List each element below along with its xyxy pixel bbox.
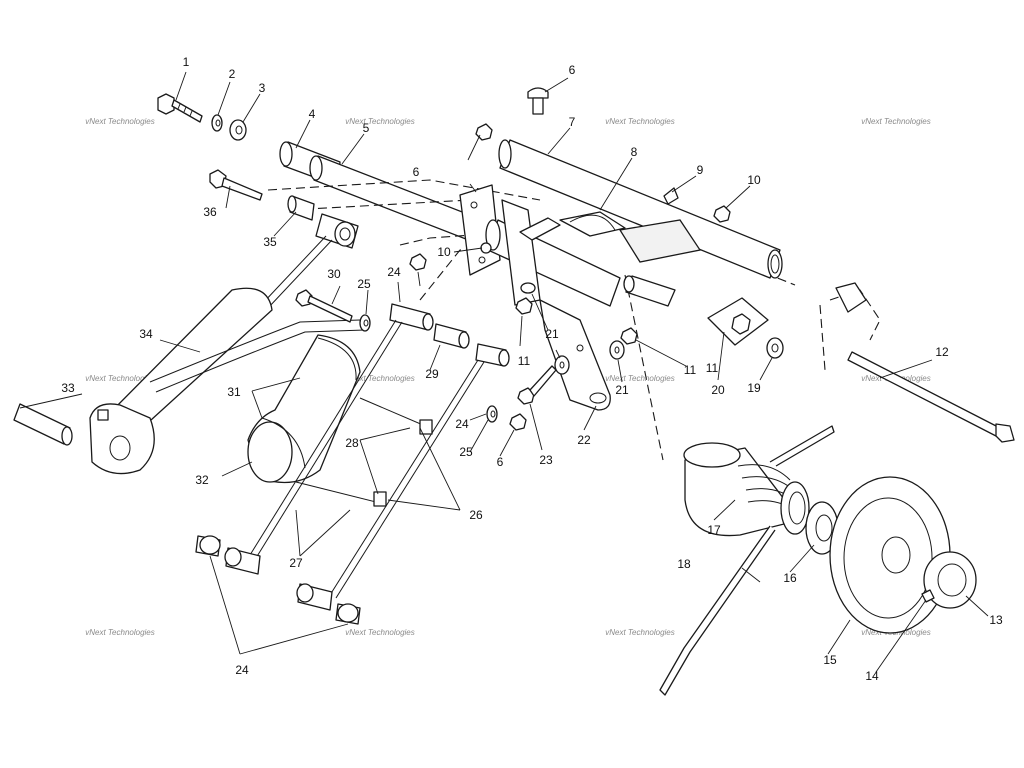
- part-12-long-bolt: [835, 282, 1015, 443]
- part-10-11-21-hardware: [480, 187, 731, 375]
- callout-15: 15: [823, 653, 837, 667]
- part-15-13-14-wheel: [829, 476, 977, 634]
- callout-6: 6: [413, 165, 420, 179]
- watermark-text: vNext Technologies: [85, 117, 155, 126]
- watermark-text: vNext Technologies: [345, 628, 415, 637]
- watermark-text: vNext Technologies: [861, 117, 931, 126]
- callout-2: 2: [229, 67, 236, 81]
- callout-28: 28: [345, 436, 359, 450]
- part-24-lower-bushings: [195, 535, 361, 625]
- callout-5: 5: [363, 121, 370, 135]
- callout-33: 33: [61, 381, 75, 395]
- callout-14: 14: [865, 669, 879, 683]
- part-35-bushing: [287, 195, 315, 221]
- callout-25: 25: [459, 445, 473, 459]
- callout-30: 30: [327, 267, 341, 281]
- part-17-18-spring: [659, 425, 835, 696]
- part-23-bolt: [517, 365, 557, 405]
- callout-11: 11: [518, 354, 531, 368]
- callout-26: 26: [469, 508, 483, 522]
- callout-10: 10: [437, 245, 451, 259]
- callout-16: 16: [783, 571, 797, 585]
- part-8-upper-tube: [498, 139, 783, 279]
- part-32-shock-cylinder: [247, 334, 361, 484]
- part-pivot-shaft: [485, 199, 676, 307]
- callout-35: 35: [263, 235, 277, 249]
- callout-12: 12: [935, 345, 949, 359]
- callout-17: 17: [707, 523, 721, 537]
- part-1-hex-bolt: [157, 93, 203, 123]
- callout-11: 11: [706, 361, 719, 375]
- callout-21: 21: [615, 383, 629, 397]
- part-9-spring-clip: [559, 211, 626, 237]
- callout-24: 24: [235, 663, 249, 677]
- watermark-text: vNext Technologies: [605, 628, 675, 637]
- callout-31: 31: [227, 385, 241, 399]
- callout-4: 4: [309, 107, 316, 121]
- callout-27: 27: [289, 556, 303, 570]
- callout-10: 10: [747, 173, 761, 187]
- callout-20: 20: [711, 383, 725, 397]
- part-36-bolt: [209, 169, 263, 201]
- callout-29: 29: [425, 367, 439, 381]
- callout-1: 1: [183, 55, 190, 69]
- part-7-carriage-bolt: [527, 87, 549, 115]
- callout-24: 24: [387, 265, 401, 279]
- part-3-flat-washer: [229, 119, 247, 141]
- part-24-29-bushings: [389, 303, 510, 367]
- callout-36: 36: [203, 205, 217, 219]
- part-19-20-adjuster: [707, 297, 784, 359]
- callout-9: 9: [697, 163, 704, 177]
- watermark-layer: vNext Technologies vNext Technologies vNex…: [85, 117, 931, 637]
- part-33-spacer: [13, 403, 73, 446]
- callout-25: 25: [357, 277, 371, 291]
- watermark-text: vNext Technologies: [345, 117, 415, 126]
- part-25-washers: [359, 314, 498, 423]
- callout-7: 7: [569, 115, 576, 129]
- callout-6: 6: [569, 63, 576, 77]
- callout-21: 21: [545, 327, 559, 341]
- callout-18: 18: [677, 557, 691, 571]
- watermark-text: vNext Technologies: [85, 374, 155, 383]
- part-22-bracket: [539, 299, 611, 411]
- part-34-shock: [89, 213, 359, 475]
- watermark-text: vNext Technologies: [345, 374, 415, 383]
- watermark-text: vNext Technologies: [605, 374, 675, 383]
- watermark-text: vNext Technologies: [85, 628, 155, 637]
- leader-lines: [19, 71, 989, 673]
- callout-13: 13: [989, 613, 1003, 627]
- callout-23: 23: [539, 453, 553, 467]
- callout-19: 19: [747, 381, 761, 395]
- callout-34: 34: [139, 327, 153, 341]
- part-2-lock-washer: [211, 114, 223, 132]
- callout-22: 22: [577, 433, 591, 447]
- part-shock-strap: [149, 319, 366, 393]
- watermark-text: vNext Technologies: [605, 117, 675, 126]
- callout-8: 8: [631, 145, 638, 159]
- callout-3: 3: [259, 81, 266, 95]
- callout-32: 32: [195, 473, 209, 487]
- part-30-bolt: [295, 289, 353, 323]
- callout-6: 6: [497, 455, 504, 469]
- callout-24: 24: [455, 417, 469, 431]
- callout-11: 11: [684, 363, 697, 377]
- part-26-27-28-linkage: [249, 319, 485, 599]
